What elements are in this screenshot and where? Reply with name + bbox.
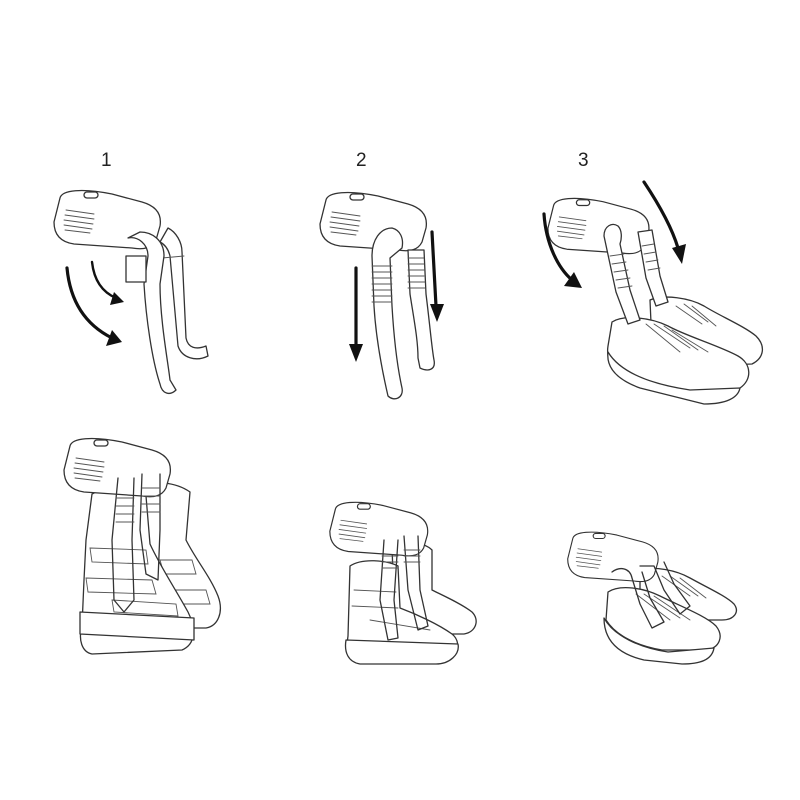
sneakers-diagram (567, 531, 737, 665)
boot-dryer-icon (53, 189, 209, 395)
arrow-icon (65, 266, 122, 346)
step-2-diagram (319, 191, 444, 400)
step-3-number: 3 (578, 150, 589, 171)
step-3-diagram (542, 180, 763, 405)
arrow-icon (542, 212, 582, 288)
arrow-icon (430, 230, 444, 322)
step-2-number: 2 (356, 150, 367, 171)
boot-dryer-icon (329, 501, 429, 641)
sneaker-icon (606, 296, 763, 405)
step-1-number: 1 (101, 150, 112, 171)
step-1-diagram (53, 189, 209, 395)
ski-boots-diagram (63, 437, 221, 655)
boot-dryer-icon (319, 191, 435, 400)
boot-dryer-icon (567, 531, 691, 629)
arrow-icon (642, 180, 686, 264)
arrow-icon (90, 260, 124, 305)
hiking-boots-diagram (329, 501, 477, 665)
hiking-boot-icon (344, 541, 477, 665)
arrow-icon (349, 266, 363, 362)
ski-boot-icon (79, 481, 221, 655)
sneaker-icon (603, 567, 737, 665)
boot-dryer-icon (63, 437, 172, 613)
boot-dryer-icon (547, 197, 669, 325)
